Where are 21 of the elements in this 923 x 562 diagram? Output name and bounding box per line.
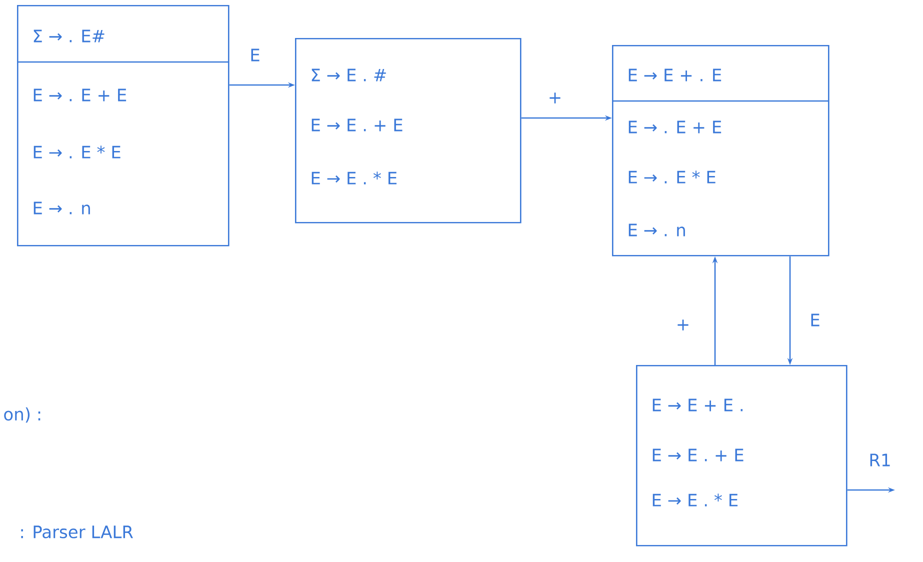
- grammar-item: E → E . * E: [652, 494, 738, 506]
- note-text: : Parser LALR: [21, 526, 133, 538]
- grammar-item: E → E . * E: [312, 172, 397, 184]
- edge-label: R1: [868, 452, 892, 468]
- grammar-item: E → . n: [34, 202, 90, 214]
- grammar-item: E → . E * E: [34, 146, 120, 158]
- grammar-item: E → E + E .: [652, 398, 743, 412]
- grammar-item: E → . E * E: [628, 170, 716, 184]
- note-text: on) :: [4, 407, 40, 423]
- item-heading: E → E + . E: [628, 68, 722, 82]
- grammar-item: Σ → E . #: [312, 68, 386, 82]
- grammar-item: E → E . + E: [652, 448, 744, 462]
- grammar-item: E → . E + E: [628, 120, 722, 134]
- grammar-item: E → . n: [628, 224, 685, 236]
- edge-label: +: [674, 318, 692, 332]
- edge-label: E: [808, 312, 822, 328]
- grammar-item: E → E . + E: [312, 118, 402, 132]
- edge-label: +: [546, 92, 564, 104]
- grammar-item: E → . E + E: [34, 88, 126, 102]
- edge-label: E: [248, 48, 262, 62]
- item-heading: Σ → . E#: [34, 30, 104, 42]
